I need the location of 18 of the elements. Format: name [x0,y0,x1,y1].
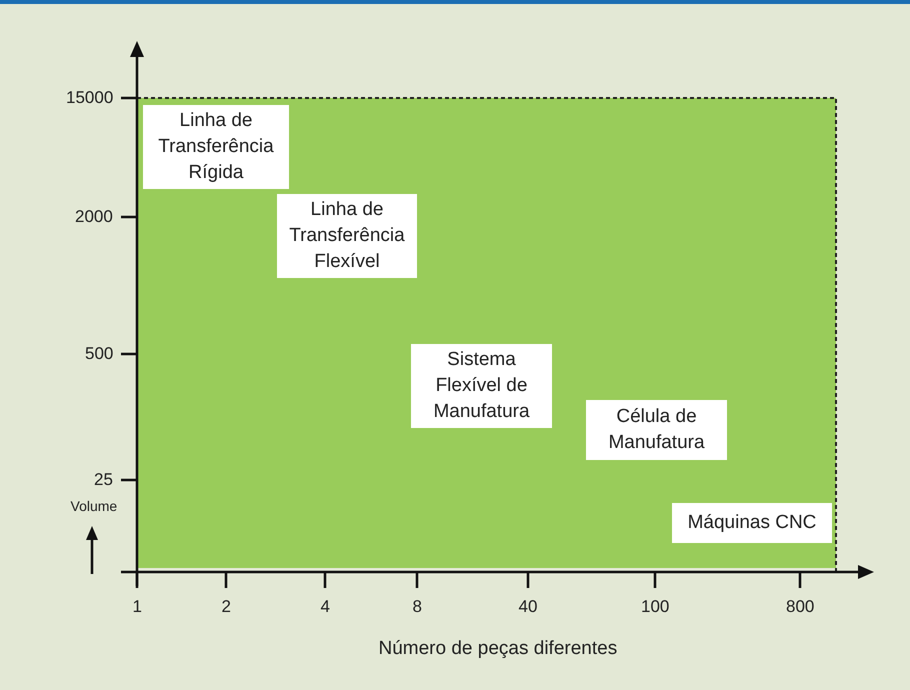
tick-label: 25 [94,470,113,490]
category-box: Sistema Flexível de Manufatura [411,344,552,428]
tick-label: 15000 [66,88,114,108]
category-box: Linha de Transferência Rígida [143,105,289,189]
category-box: Célula de Manufatura [586,400,727,460]
tick-label: 2 [222,597,231,617]
category-box: Máquinas CNC [672,503,832,543]
axis-title: Volume [70,498,118,514]
tick-label: 4 [320,597,330,617]
tick-label: 500 [85,344,114,364]
tick-label: 1 [132,597,142,617]
tick-label: 2000 [75,207,113,227]
tick-label: 100 [641,597,670,617]
tick-label: 40 [518,597,538,617]
category-box: Linha de Transferência Flexível [277,194,417,278]
axis-title: Número de peças diferentes [378,638,618,660]
tick-label: 800 [786,597,814,617]
tick-label: 8 [412,597,422,617]
